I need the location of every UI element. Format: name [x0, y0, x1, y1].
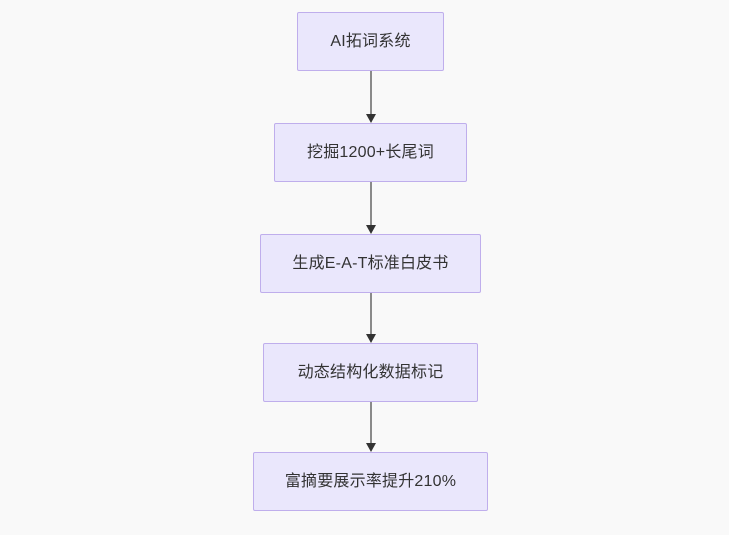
flow-edge-1-arrowhead — [366, 114, 376, 123]
flow-node-dynamic-structured-data-markup[interactable]: 动态结构化数据标记 — [263, 343, 478, 402]
flow-edge-3-line — [370, 293, 372, 334]
flow-edge-2 — [366, 182, 376, 234]
flow-node-rich-snippet-impression-uplift[interactable]: 富摘要展示率提升210% — [253, 452, 488, 511]
flow-edge-2-line — [370, 182, 372, 225]
flow-node-generate-eat-whitepaper[interactable]: 生成E-A-T标准白皮书 — [260, 234, 481, 293]
flow-edge-1 — [366, 71, 376, 123]
flow-edge-3 — [366, 293, 376, 343]
flow-edge-4-arrowhead — [366, 443, 376, 452]
flow-edge-2-arrowhead — [366, 225, 376, 234]
flow-edge-3-arrowhead — [366, 334, 376, 343]
flow-edge-1-line — [370, 71, 372, 114]
flow-edge-4-line — [370, 402, 372, 443]
flow-node-mine-longtail-keywords[interactable]: 挖掘1200+长尾词 — [274, 123, 467, 182]
flow-edge-4 — [366, 402, 376, 452]
flow-node-ai-keyword-system[interactable]: AI拓词系统 — [297, 12, 444, 71]
